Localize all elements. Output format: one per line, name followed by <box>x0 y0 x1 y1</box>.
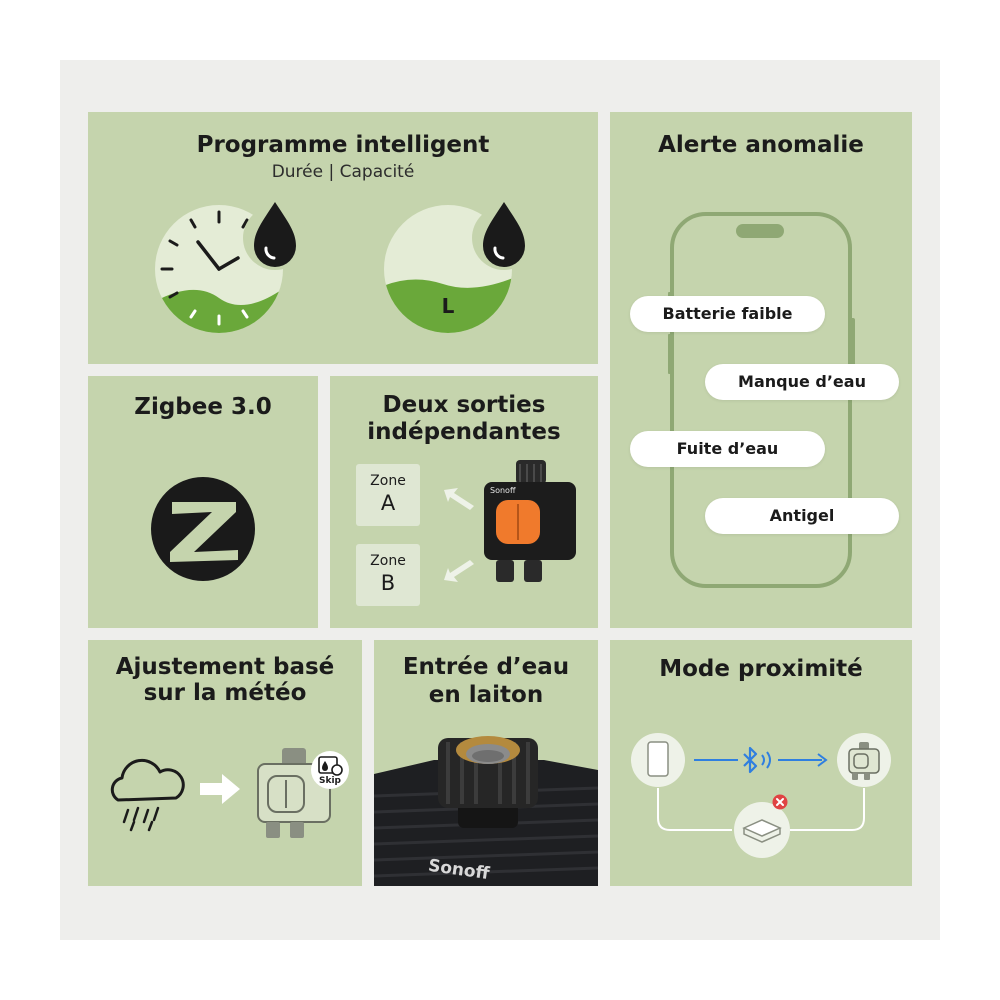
phone-icon <box>631 733 685 787</box>
zone-value: A <box>380 491 396 515</box>
rain-cloud-icon <box>110 758 185 832</box>
panel-two-outlets: Deux sorties indépendantes Zone A Zone B… <box>330 376 598 628</box>
alert-pill-frost: Antigel <box>705 498 899 534</box>
panel-title: Mode proximité <box>659 656 863 682</box>
panel-zigbee: Zigbee 3.0 <box>88 376 318 628</box>
arrow-up-left-icon <box>444 488 474 510</box>
zone-b-card: Zone B <box>356 544 420 606</box>
alert-pill-leak: Fuite d’eau <box>630 431 825 467</box>
panel-title-line2: indépendantes <box>367 419 561 445</box>
panel-title: Programme intelligent <box>196 132 490 158</box>
hub-icon <box>734 802 790 858</box>
zone-label: Zone <box>370 473 406 489</box>
water-drop-icon <box>472 202 536 270</box>
zone-a-card: Zone A <box>356 464 420 526</box>
capacity-unit-label: L <box>441 294 455 318</box>
panel-title-line2: en laiton <box>428 682 544 708</box>
zigbee-logo-icon <box>151 477 255 581</box>
panel-title: Zigbee 3.0 <box>134 394 272 420</box>
panel-brass-inlet: Entrée d’eau en laiton Sonoff <box>374 640 598 886</box>
alert-pill-battery: Batterie faible <box>630 296 825 332</box>
brass-inlet-photo <box>374 736 598 886</box>
skip-label: Skip <box>319 776 341 786</box>
error-x-icon <box>772 794 788 810</box>
panel-title-line1: Deux sorties <box>382 392 546 418</box>
alert-pill-water-shortage: Manque d’eau <box>705 364 899 400</box>
arrow-down-left-icon <box>444 560 474 582</box>
panel-title-line2: sur la météo <box>143 680 307 706</box>
panel-subtitle: Durée | Capacité <box>271 162 415 182</box>
skip-schedule-icon <box>311 751 349 789</box>
panel-title-line1: Ajustement basé <box>115 654 335 680</box>
zone-label: Zone <box>370 553 406 569</box>
panel-weather-adjust: Ajustement basé sur la météo Skip <box>88 640 362 886</box>
panel-proximity-mode: Mode proximité <box>610 640 912 886</box>
panel-title: Alerte anomalie <box>658 132 864 158</box>
device-brand-label: Sonoff <box>490 486 516 495</box>
water-timer-device-icon <box>837 733 891 787</box>
water-timer-device-icon <box>257 748 331 838</box>
panel-anomaly-alert: Alerte anomalie Batterie faible Manque d… <box>610 112 912 628</box>
bluetooth-icon <box>743 746 771 774</box>
zone-value: B <box>380 571 396 595</box>
panel-title-line1: Entrée d’eau <box>402 654 570 680</box>
water-timer-device-icon <box>484 460 576 582</box>
arrow-right-icon <box>200 774 240 804</box>
panel-smart-program: Programme intelligent Durée | Capacité <box>88 112 598 364</box>
water-drop-icon <box>243 202 307 270</box>
connection-lines <box>657 753 865 831</box>
